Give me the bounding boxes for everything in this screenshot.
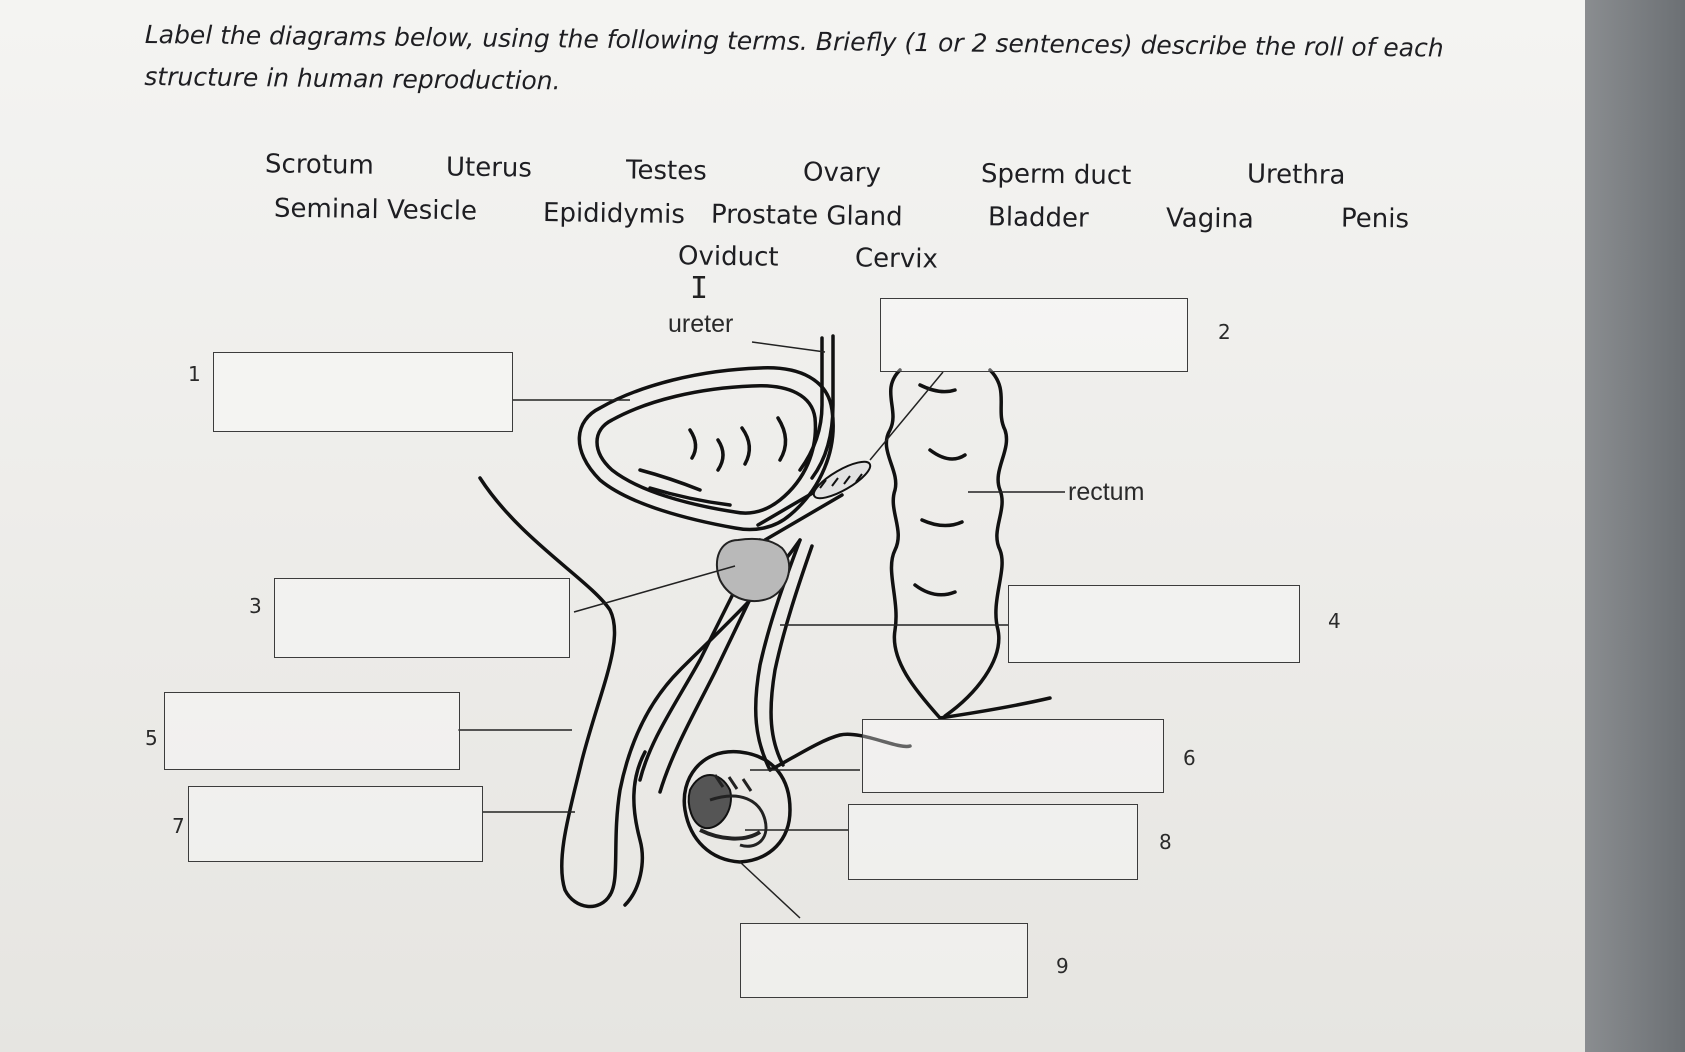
box-number-7: 7 [172,814,185,838]
box-number-5: 5 [145,726,158,750]
text-cursor-icon: I [690,271,709,306]
rectum-fold [928,448,967,461]
male-reproductive-diagram [458,334,1065,919]
leader-2 [869,371,944,461]
rectum-right-wall [943,368,1009,718]
worksheet-page: Label the diagrams below, using the foll… [0,0,1585,1052]
label-box-4[interactable] [1008,585,1300,663]
label-box-5[interactable] [164,692,460,770]
sperm-duct-loop [769,544,814,767]
label-box-9[interactable] [740,923,1028,998]
leader-9 [739,861,801,919]
rectum-fold [920,518,964,528]
bladder-fold [638,468,702,492]
bladder-fold [648,486,732,507]
label-box-7[interactable] [188,786,483,862]
box-number-4: 4 [1328,609,1341,633]
desk-background [1585,0,1685,1052]
seminal-vesicle-shape [812,460,872,500]
box-number-6: 6 [1183,746,1196,770]
rectum-fold [913,583,957,597]
testis-outline [682,750,792,864]
label-box-2[interactable] [880,298,1188,372]
label-box-8[interactable] [848,804,1138,880]
bladder-inner-wall [595,384,818,515]
seminal-duct [763,493,844,542]
box-number-3: 3 [249,594,262,618]
leader-3 [573,565,736,613]
body-outline [478,476,617,909]
rectum-left-wall [884,368,942,720]
bladder-fold [740,426,752,466]
label-box-1[interactable] [213,352,513,432]
bladder-fold [688,428,698,460]
testis-texture [687,774,768,848]
ureter-label: ureter [668,310,734,338]
box-number-9: 9 [1056,954,1069,978]
leader-lines [458,341,1065,919]
penis-glans [623,750,647,907]
bladder-fold [776,416,788,462]
rectum-exit [938,696,1052,720]
rectum-label: rectum [1068,478,1145,506]
ureter-tube-inner [810,334,835,480]
bladder-fold [716,438,725,472]
label-box-3[interactable] [274,578,570,658]
box-number-1: 1 [188,362,201,386]
ureter-tube-outer [798,336,824,472]
label-box-6[interactable] [862,719,1164,793]
box-number-2: 2 [1218,320,1231,344]
ureter-leader [751,341,826,353]
rectum-fold [918,383,957,394]
box-number-8: 8 [1159,830,1172,854]
prostate-gland-shape [715,538,791,602]
